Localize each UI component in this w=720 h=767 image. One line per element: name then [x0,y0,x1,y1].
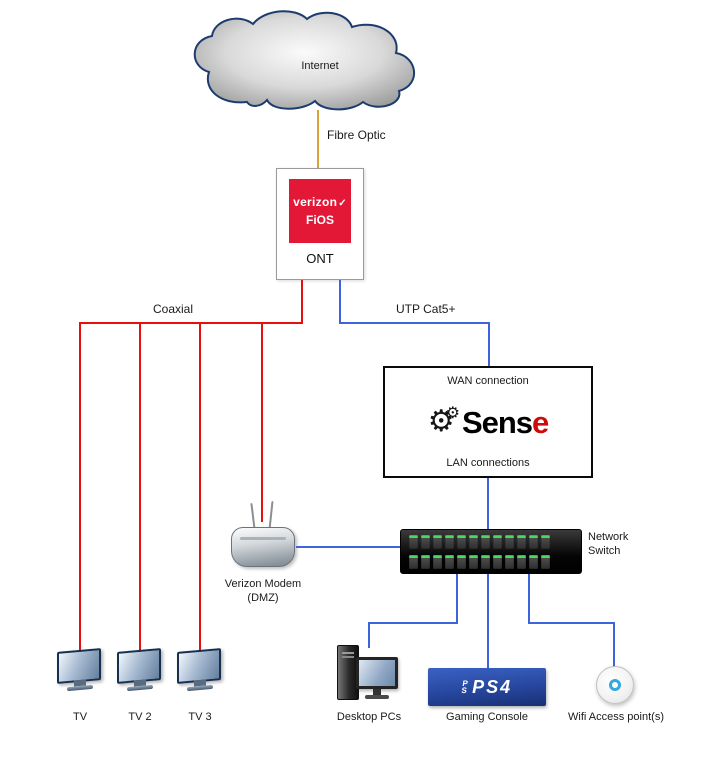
tv-icon [57,648,103,692]
desktop-pcs-label: Desktop PCs [336,711,402,723]
coax-bus-line [80,322,303,324]
verizon-check-icon: ✓ [338,198,347,209]
wifi-ap-ring [609,679,621,691]
utp-switch-to-desktop-v [456,574,458,624]
ps4-console-icon: P S PS4 [428,668,546,706]
utp-cat5-label: UTP Cat5+ [396,302,456,316]
gear-small-icon: ⚙ [445,405,460,422]
coax-line-tv2 [139,322,141,652]
coax-line-modem [261,322,263,522]
pc-monitor-icon [356,657,398,689]
coax-line-tv3 [199,322,201,652]
utp-switch-to-ps4 [487,574,489,668]
ont-label: ONT [306,251,334,266]
utp-pfsense-to-switch [487,478,489,529]
playstation-glyph-icon: P S [460,679,469,695]
pfsense-logo: ⚙ ⚙ Sens e [427,404,550,440]
pfsense-logo-text: Sens [461,404,533,440]
wan-connection-label: WAN connection [447,375,529,387]
pfsense-logo-e: e [532,404,549,440]
playstation-glyph-s: S [460,686,468,695]
verizon-modem-icon [231,527,295,567]
utp-switch-to-wifi-v [528,574,530,624]
utp-switch-to-desktop-h [368,622,458,624]
tv-icon [177,648,223,692]
wifi-access-point-icon [596,666,634,704]
utp-drop-from-ont [339,280,341,322]
gaming-console-label: Gaming Console [446,711,528,723]
ont-box: verizon✓ FiOS ONT [276,168,364,280]
verizon-text: verizon [293,195,338,209]
coaxial-label: Coaxial [152,302,194,316]
utp-down-to-pfsense [488,322,490,366]
utp-wifi-drop [613,622,615,668]
ps4-logo-text: PS4 [472,676,513,697]
modem-label-line2: (DMZ) [247,591,279,604]
fibre-optic-label: Fibre Optic [327,128,386,142]
switch-port-row-top [409,535,561,549]
fios-wordmark: FiOS [305,213,334,227]
internet-cloud-icon [193,10,416,111]
network-switch-label: Network Switch [588,531,629,557]
modem-antenna-icon [268,500,274,531]
modem-label: Verizon Modem (DMZ) [218,578,308,606]
switch-port-row-bottom [409,555,561,569]
modem-label-line1: Verizon Modem [224,578,302,590]
tv2-label: TV 2 [128,711,152,723]
lan-connections-label: LAN connections [446,457,530,469]
verizon-fios-logo: verizon✓ FiOS [289,179,351,243]
internet-label: Internet [301,60,339,72]
desktop-pc-icon [337,645,401,703]
modem-antenna-icon [250,502,256,531]
tv3-label: TV 3 [188,711,212,723]
fibre-optic-line [317,110,319,168]
coax-line-tv1 [79,322,81,652]
utp-desktop-drop [368,622,370,648]
pfsense-box: WAN connection ⚙ ⚙ Sens e LAN connection… [383,366,593,478]
tv1-label: TV [72,711,88,723]
tv-icon [117,648,163,692]
gear-icon: ⚙ [427,405,455,438]
utp-switch-to-wifi-h [528,622,615,624]
wifi-access-point-label: Wifi Access point(s) [568,711,664,723]
network-switch-icon [400,529,582,574]
coax-drop-from-ont [301,280,303,322]
verizon-wordmark: verizon✓ [293,195,347,209]
utp-modem-to-switch [296,546,400,548]
utp-run-to-pfsense [339,322,490,324]
